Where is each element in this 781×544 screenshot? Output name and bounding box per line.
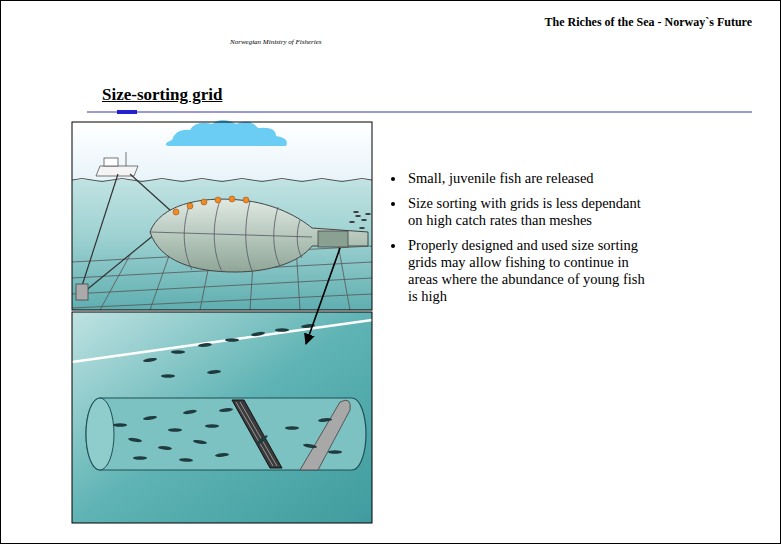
trawler: [96, 152, 138, 176]
tube-opening: [86, 398, 114, 470]
bullet-list: Small, juvenile fish are releasedSize so…: [388, 170, 656, 313]
grid-bars: [236, 402, 277, 466]
fish-shape: [303, 443, 317, 449]
floats: [173, 196, 249, 215]
fish-shape: [193, 439, 207, 445]
escaping-fish: [349, 211, 371, 229]
fish-shape: [353, 211, 359, 213]
fish-shape: [359, 227, 365, 229]
otter-board: [76, 284, 88, 300]
fish-shape: [171, 350, 185, 354]
grid-closeup: [72, 248, 372, 523]
fish-shape: [361, 219, 367, 221]
fish-shape: [328, 450, 342, 454]
fish-shape: [318, 418, 332, 423]
fish-shape: [158, 446, 172, 451]
trawl-scene: [72, 120, 372, 310]
fish: [113, 323, 342, 462]
sorting-grid: [232, 400, 282, 468]
title-rule: [87, 112, 752, 113]
fish-shape: [285, 426, 299, 430]
fish-shape: [161, 374, 175, 378]
ministry-text: Norwegian Ministry of Fisheries: [230, 38, 322, 46]
bullet-point: Size sorting with grids is less dependan…: [406, 195, 656, 229]
fish-shape: [113, 423, 127, 427]
fish-shape: [275, 328, 289, 332]
fish-shape: [198, 342, 212, 347]
fish-shape: [355, 215, 361, 217]
fish-shape: [143, 415, 157, 421]
bullet-point: Properly designed and used size sorting …: [406, 237, 656, 305]
title-mark: [117, 110, 137, 114]
fish-shape: [179, 458, 193, 463]
fish-shape: [143, 357, 157, 363]
fish-shape: [365, 213, 371, 215]
fish-shape: [133, 456, 147, 460]
fish-shape: [225, 338, 239, 342]
fish-shape: [251, 331, 265, 337]
fish-shape: [255, 434, 268, 446]
fish-shape: [128, 437, 142, 443]
fish-shape: [349, 221, 355, 223]
codend-tube: [86, 398, 366, 470]
fish-shape: [168, 428, 182, 432]
fish-shape: [205, 424, 219, 428]
surface-line: [72, 320, 372, 362]
cloud: [166, 120, 287, 146]
zoom-arrow: [306, 248, 340, 344]
bullet-point: Small, juvenile fish are released: [406, 170, 656, 187]
fish-shape: [183, 409, 197, 415]
fish-shape: [215, 453, 229, 458]
guiding-flap: [300, 400, 350, 470]
fish-shape: [207, 370, 221, 375]
slide-title: Size-sorting grid: [102, 85, 222, 105]
fish-shape: [219, 407, 233, 412]
header-text: The Riches of the Sea - Norway`s Future: [545, 15, 752, 30]
